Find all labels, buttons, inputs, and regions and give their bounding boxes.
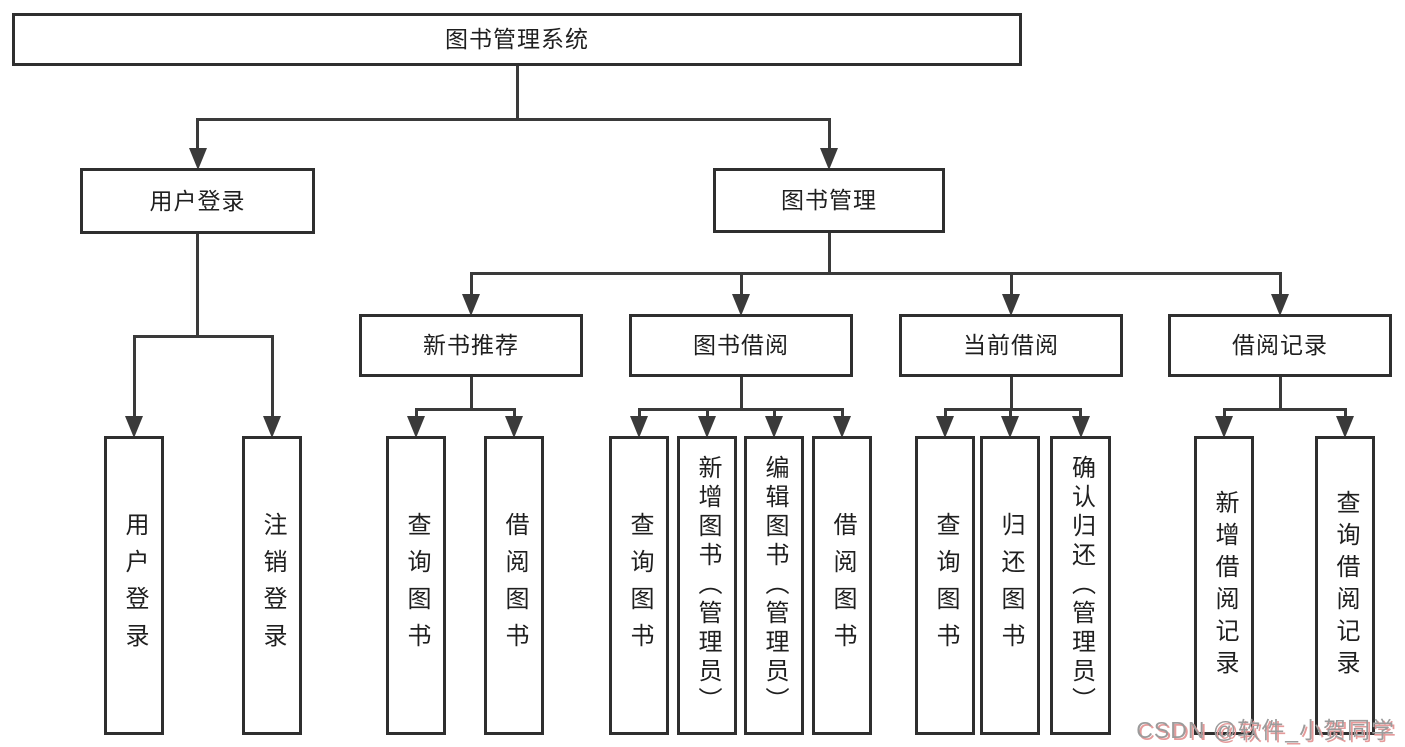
node-label: 图书借阅 [693,332,789,358]
connector-drop [512,411,516,418]
connector-drop [414,411,418,418]
node-label: 查询图书 [403,511,430,660]
node-cb-return-book: 归还图书 [980,436,1040,735]
connector-drop [196,121,199,150]
node-label: 借阅图书 [829,511,856,660]
node-leaf-logout: 注销登录 [242,436,302,735]
node-label: 新书推荐 [423,332,519,358]
node-bb-query-book: 查询图书 [609,436,669,735]
node-label: 图书管理 [781,187,877,213]
connector-drop [637,411,641,418]
connector-drop [1222,411,1226,418]
connector-stem [739,376,743,411]
connector-bar [414,408,516,411]
connector-stem [469,376,473,411]
node-label: 查询图书 [626,511,653,660]
node-new-book-rec: 新书推荐 [359,314,583,377]
node-label: 新增图书（管理员） [694,455,721,716]
node-borrow-record: 借阅记录 [1168,314,1392,377]
arrow-down-icon [188,148,207,170]
node-label: 查询图书 [932,511,959,660]
arrow-down-icon [462,294,480,316]
connector-bar [637,408,844,411]
arrow-down-icon [765,416,783,438]
connector-drop [943,411,947,418]
arrow-down-icon [1001,416,1019,438]
node-cb-confirm-return: 确认归还（管理员） [1050,436,1111,735]
arrow-down-icon [1271,294,1289,316]
node-label: 借阅记录 [1232,332,1328,358]
connector-stem [1009,376,1013,411]
node-label: 用户登录 [149,187,246,214]
connector-stem [196,233,199,338]
node-br-add-record: 新增借阅记录 [1194,436,1254,735]
node-current-borrow: 当前借阅 [899,314,1123,377]
arrow-down-icon [732,294,750,316]
connector-stem [515,65,519,121]
arrow-down-icon [630,416,648,438]
connector-drop [739,275,743,296]
arrow-down-icon [505,416,523,438]
node-leaf-user-login: 用户登录 [104,436,164,735]
arrow-down-icon [1336,416,1354,438]
arrow-down-icon [936,416,954,438]
node-book-borrow: 图书借阅 [629,314,853,377]
arrow-down-icon [698,416,716,438]
arrow-down-icon [263,416,281,438]
node-user-login: 用户登录 [80,168,315,234]
node-book-mgmt: 图书管理 [713,168,945,233]
connector-drop [772,411,776,418]
node-nbr-query-book: 查询图书 [386,436,446,735]
connector-drop [705,411,709,418]
node-bb-edit-book: 编辑图书（管理员） [744,436,804,735]
connector-drop [840,411,844,418]
arrow-down-icon [1215,416,1233,438]
arrow-down-icon [125,416,143,438]
connector-bar [132,335,274,338]
node-bb-add-book: 新增图书（管理员） [677,436,737,735]
connector-bar [469,272,1282,275]
node-label: 编辑图书（管理员） [761,455,788,716]
node-cb-query-book: 查询图书 [915,436,975,735]
node-label: 当前借阅 [963,332,1059,358]
connector-drop [827,121,831,150]
connector-bar [196,118,831,121]
connector-drop [1079,411,1082,418]
connector-drop [469,275,473,296]
node-root: 图书管理系统 [12,13,1022,66]
connector-drop [132,338,136,418]
arrow-down-icon [1071,416,1090,438]
connector-stem [1278,376,1282,411]
node-label: 用户登录 [121,511,148,660]
node-nbr-borrow-book: 借阅图书 [484,436,544,735]
connector-bar [943,408,1082,411]
node-label: 图书管理系统 [445,26,589,52]
arrow-down-icon [1002,294,1020,316]
connector-drop [1343,411,1347,418]
arrow-down-icon [820,148,838,170]
watermark: CSDN @软件_小贺同学 [1136,717,1395,743]
node-label: 新增借阅记录 [1211,489,1238,682]
connector-drop [270,338,274,418]
node-label: 查询借阅记录 [1332,489,1359,682]
node-label: 注销登录 [259,511,286,660]
connector-stem [827,232,831,275]
node-label: 归还图书 [997,511,1024,660]
node-bb-borrow-book: 借阅图书 [812,436,872,735]
connector-drop [1009,275,1013,296]
node-br-query-record: 查询借阅记录 [1315,436,1375,735]
node-label: 借阅图书 [501,511,528,660]
connector-drop [1008,411,1012,418]
node-label: 确认归还（管理员） [1067,455,1095,716]
connector-drop [1278,275,1282,296]
arrow-down-icon [407,416,425,438]
arrow-down-icon [833,416,851,438]
connector-bar [1222,408,1347,411]
